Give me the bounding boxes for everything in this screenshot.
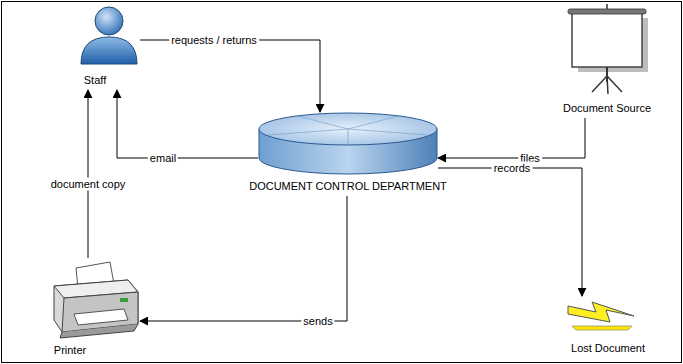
- flow-connector: [117, 90, 258, 158]
- node-label: Staff: [84, 74, 106, 87]
- diagram-node: Printer: [48, 258, 140, 340]
- flow-connector: [438, 168, 582, 296]
- flow-connector: [438, 118, 585, 158]
- diagram-node: Lost Document: [566, 296, 636, 334]
- edge-label: document copy: [49, 178, 128, 191]
- edge-label: requests / returns: [169, 34, 259, 47]
- edge-label: records: [492, 162, 533, 175]
- diagram-node: Document Source: [562, 4, 652, 96]
- edge-label: email: [148, 152, 178, 165]
- storage-cylinder: [258, 112, 438, 176]
- node-label: Lost Document: [571, 342, 645, 355]
- diagram-node: Staff: [78, 4, 140, 66]
- printer-icon: [48, 258, 140, 340]
- edge-label: sends: [301, 315, 334, 328]
- document-source-icon: [562, 4, 652, 96]
- flow-connector: [140, 40, 320, 112]
- lost-document-icon: [566, 296, 636, 334]
- diagram-node: DOCUMENT CONTROL DEPARTMENT: [258, 112, 438, 176]
- flow-connector: [140, 196, 347, 321]
- node-label: DOCUMENT CONTROL DEPARTMENT: [249, 180, 447, 193]
- node-label: Printer: [54, 344, 86, 357]
- flow-connector: [88, 90, 89, 258]
- node-label: Document Source: [563, 102, 651, 115]
- staff-icon: [78, 4, 140, 66]
